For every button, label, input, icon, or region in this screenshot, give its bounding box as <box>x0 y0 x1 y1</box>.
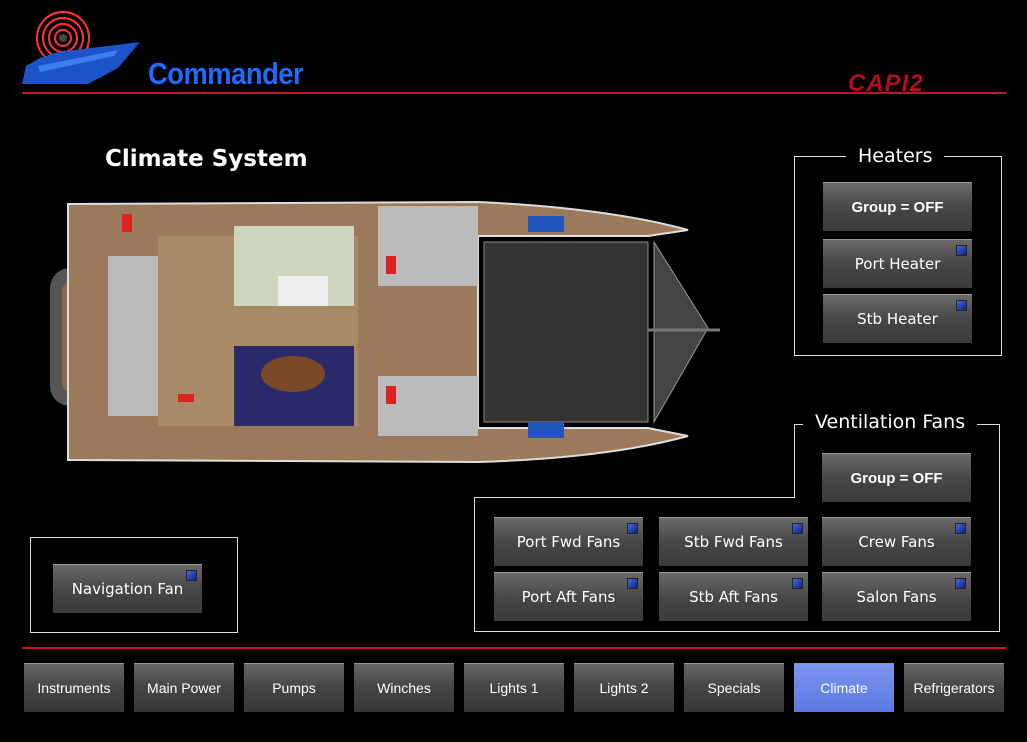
button-label: Crew Fans <box>858 533 935 551</box>
footer-divider <box>22 647 1006 649</box>
button-label: Port Fwd Fans <box>516 533 621 551</box>
crew-fans-button[interactable]: Crew Fans <box>822 517 971 566</box>
fans-panel-border <box>474 424 1000 632</box>
salon-fans-button[interactable]: Salon Fans <box>822 572 971 621</box>
status-indicator-icon <box>956 300 967 311</box>
port-aft-fans-button[interactable]: Port Aft Fans <box>494 572 643 621</box>
tab-pumps[interactable]: Pumps <box>244 663 344 712</box>
status-indicator-icon <box>792 523 803 534</box>
button-label: Stb Fwd Fans <box>684 533 783 551</box>
status-indicator-icon <box>627 578 638 589</box>
button-label: Stb Aft Fans <box>689 588 778 606</box>
tab-refrigerators[interactable]: Refrigerators <box>904 663 1004 712</box>
page-title: Climate System <box>105 146 308 172</box>
tab-instruments[interactable]: Instruments <box>24 663 124 712</box>
header-divider <box>22 92 1006 94</box>
tab-main-power[interactable]: Main Power <box>134 663 234 712</box>
status-indicator-icon <box>186 570 197 581</box>
fans-title: Ventilation Fans <box>803 411 978 433</box>
heaters-group-button[interactable]: Group = OFF <box>823 182 972 231</box>
button-label: Port Heater <box>854 255 941 273</box>
status-indicator-icon <box>627 523 638 534</box>
heaters-title: Heaters <box>846 145 945 167</box>
stb-fwd-fans-button[interactable]: Stb Fwd Fans <box>659 517 808 566</box>
status-indicator-icon <box>955 578 966 589</box>
navigation-fan-button[interactable]: Navigation Fan <box>53 564 202 613</box>
tab-climate[interactable]: Climate <box>794 663 894 712</box>
port-fwd-fans-button[interactable]: Port Fwd Fans <box>494 517 643 566</box>
tab-lights-2[interactable]: Lights 2 <box>574 663 674 712</box>
stb-heater-button[interactable]: Stb Heater <box>823 294 972 343</box>
fans-group-button[interactable]: Group = OFF <box>822 453 971 502</box>
status-indicator-icon <box>956 245 967 256</box>
stb-aft-fans-button[interactable]: Stb Aft Fans <box>659 572 808 621</box>
app-name: Commander <box>148 56 304 91</box>
port-heater-button[interactable]: Port Heater <box>823 239 972 288</box>
button-label: Navigation Fan <box>71 580 184 598</box>
nav-fan-panel <box>30 537 238 633</box>
commander-logo <box>22 10 140 84</box>
status-indicator-icon <box>955 523 966 534</box>
button-label: Stb Heater <box>857 310 938 328</box>
tab-lights-1[interactable]: Lights 1 <box>464 663 564 712</box>
boat-deck-plan <box>50 200 720 464</box>
status-indicator-icon <box>792 578 803 589</box>
button-label: Port Aft Fans <box>521 588 616 606</box>
button-label: Salon Fans <box>856 588 937 606</box>
tab-winches[interactable]: Winches <box>354 663 454 712</box>
tab-specials[interactable]: Specials <box>684 663 784 712</box>
